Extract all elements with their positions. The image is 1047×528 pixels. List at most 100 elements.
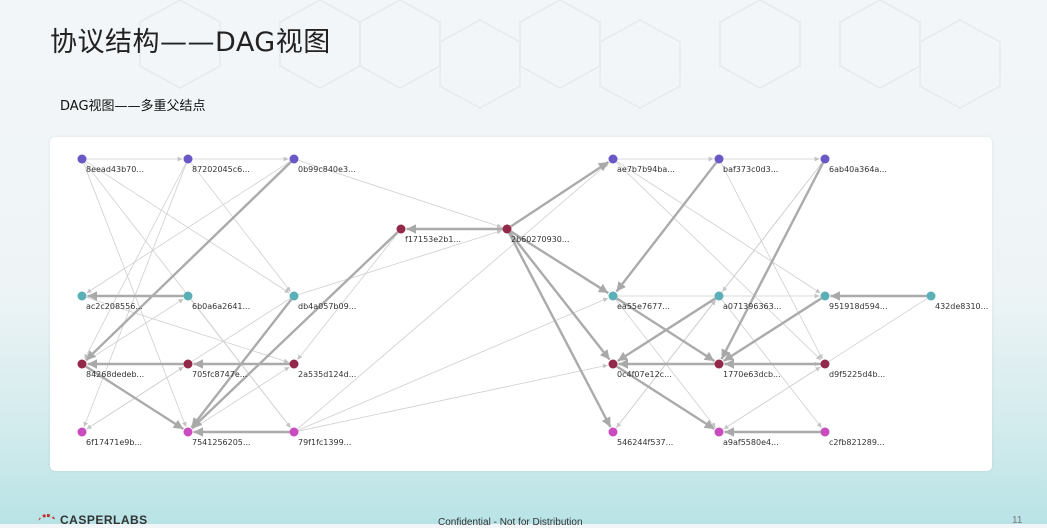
dag-node-n25[interactable]: 546244f537... bbox=[608, 427, 674, 448]
dag-node-n7[interactable]: f17153e2b1... bbox=[396, 224, 462, 245]
dag-node-n1[interactable]: 8eead43b70... bbox=[77, 154, 144, 175]
dag-node-n24[interactable]: 79f1fc1399... bbox=[289, 427, 352, 448]
node-dot[interactable] bbox=[820, 427, 830, 437]
dag-node-n21[interactable]: d9f5225d4b... bbox=[820, 359, 886, 380]
node-dot[interactable] bbox=[608, 427, 618, 437]
node-label: ea55e7677... bbox=[617, 302, 670, 311]
edge-n3-n8 bbox=[298, 160, 502, 229]
node-dot[interactable] bbox=[77, 359, 87, 369]
edge-n24-n12 bbox=[297, 297, 609, 431]
dag-node-n19[interactable]: 0c4f07e12c... bbox=[608, 359, 672, 380]
node-label: 79f1fc1399... bbox=[298, 438, 351, 447]
edge-n1-n11 bbox=[85, 161, 290, 294]
dag-node-n2[interactable]: 87202045c6... bbox=[183, 154, 250, 175]
dag-node-n5[interactable]: baf373c0d3... bbox=[714, 154, 779, 175]
dag-node-n10[interactable]: 6b0a6a2641... bbox=[183, 291, 251, 312]
node-dot[interactable] bbox=[183, 154, 193, 164]
edge-n19-n26 bbox=[616, 365, 716, 431]
edge-n9-n18 bbox=[86, 296, 289, 364]
node-label: 951918d594... bbox=[829, 302, 888, 311]
dag-node-n13[interactable]: a071396363... bbox=[714, 291, 782, 312]
node-label: 87202045c6... bbox=[192, 165, 250, 174]
dag-node-n12[interactable]: ea55e7677... bbox=[608, 291, 670, 312]
node-label: 705fc8747e... bbox=[192, 370, 247, 379]
node-label: 6f17471e9b... bbox=[86, 438, 142, 447]
node-label: 84268dedeb... bbox=[86, 370, 144, 379]
dag-node-n14[interactable]: 951918d594... bbox=[820, 291, 888, 312]
edge-n5-n12 bbox=[615, 161, 718, 293]
dag-node-n11[interactable]: db4a057b09... bbox=[289, 291, 357, 312]
edge-layer bbox=[83, 156, 928, 437]
edge-n8-n4 bbox=[510, 161, 610, 228]
dag-node-n9[interactable]: ac2c208556... bbox=[77, 291, 143, 312]
node-label: db4a057b09... bbox=[298, 302, 356, 311]
node-dot[interactable] bbox=[820, 154, 830, 164]
node-dot[interactable] bbox=[183, 427, 193, 437]
dag-node-n4[interactable]: ae7b7b94ba... bbox=[608, 154, 675, 175]
node-label: 6b0a6a2641... bbox=[192, 302, 250, 311]
node-label: 432de8310... bbox=[935, 302, 988, 311]
node-dot[interactable] bbox=[289, 154, 299, 164]
dag-node-n3[interactable]: 0b99c840e3... bbox=[289, 154, 356, 175]
node-label: 0c4f07e12c... bbox=[617, 370, 672, 379]
edge-n8-n19 bbox=[508, 231, 611, 361]
edge-n26-n21 bbox=[722, 366, 821, 430]
node-label: 546244f537... bbox=[617, 438, 673, 447]
node-dot[interactable] bbox=[77, 427, 87, 437]
dag-node-n26[interactable]: a9af5580e4... bbox=[714, 427, 779, 448]
dag-panel: 8eead43b70... 87202045c6... 0b99c840e3... a… bbox=[50, 137, 992, 471]
dag-node-n22[interactable]: 6f17471e9b... bbox=[77, 427, 143, 448]
edge-n16-n23 bbox=[85, 365, 185, 431]
node-dot[interactable] bbox=[289, 427, 299, 437]
node-dot[interactable] bbox=[820, 359, 830, 369]
dag-node-n18[interactable]: 2a535d124d... bbox=[289, 359, 357, 380]
node-dot[interactable] bbox=[289, 359, 299, 369]
node-dot[interactable] bbox=[714, 154, 724, 164]
slide-title: 协议结构——DAG视图 bbox=[50, 27, 331, 58]
node-dot[interactable] bbox=[183, 359, 193, 369]
edge-n11-n8 bbox=[298, 229, 502, 296]
brand-logo-text: CASPERLABS bbox=[60, 513, 148, 527]
edge-n3-n9 bbox=[86, 161, 291, 294]
confidential-notice: Confidential - Not for Distribution bbox=[438, 517, 583, 528]
node-label: baf373c0d3... bbox=[723, 165, 778, 174]
dag-node-n17[interactable]: 705fc8747e... bbox=[183, 359, 248, 380]
edge-n8-n12 bbox=[510, 230, 609, 295]
node-label: 7541256205... bbox=[192, 438, 251, 447]
node-label: c2fb821289... bbox=[829, 438, 885, 447]
node-dot[interactable] bbox=[77, 154, 87, 164]
node-dot[interactable] bbox=[820, 291, 830, 301]
edge-n7-n18 bbox=[297, 232, 399, 360]
node-dot[interactable] bbox=[608, 291, 618, 301]
dag-node-n6[interactable]: 6ab40a364a... bbox=[820, 154, 887, 175]
edge-n14-n20 bbox=[722, 297, 822, 363]
node-dot[interactable] bbox=[714, 291, 724, 301]
node-dot[interactable] bbox=[396, 224, 406, 234]
edge-n2-n11 bbox=[190, 162, 291, 292]
node-dot[interactable] bbox=[77, 291, 87, 301]
edge-n3-n16 bbox=[85, 161, 292, 362]
node-label: 1770e63dcb... bbox=[723, 370, 781, 379]
slide-subtitle: DAG视图——多重父结点 bbox=[60, 99, 206, 114]
node-dot[interactable] bbox=[714, 427, 724, 437]
page-number: 11 bbox=[1012, 515, 1023, 526]
node-label: a071396363... bbox=[723, 302, 781, 311]
node-layer: 8eead43b70... 87202045c6... 0b99c840e3... a… bbox=[77, 154, 989, 448]
node-dot[interactable] bbox=[714, 359, 724, 369]
node-dot[interactable] bbox=[289, 291, 299, 301]
edge-n11-n23 bbox=[190, 298, 293, 429]
dag-node-n15[interactable]: 432de8310... bbox=[926, 291, 989, 312]
node-dot[interactable] bbox=[608, 154, 618, 164]
node-dot[interactable] bbox=[502, 224, 512, 234]
dag-node-n16[interactable]: 84268dedeb... bbox=[77, 359, 145, 380]
node-dot[interactable] bbox=[183, 291, 193, 301]
node-dot[interactable] bbox=[926, 291, 936, 301]
dag-node-n27[interactable]: c2fb821289... bbox=[820, 427, 885, 448]
dag-node-n23[interactable]: 7541256205... bbox=[183, 427, 251, 448]
dag-node-n8[interactable]: 2b60270930... bbox=[502, 224, 570, 245]
edge-n16-n10 bbox=[85, 298, 184, 362]
edge-n6-n20 bbox=[720, 162, 824, 360]
node-dot[interactable] bbox=[608, 359, 618, 369]
dag-node-n20[interactable]: 1770e63dcb... bbox=[714, 359, 781, 380]
